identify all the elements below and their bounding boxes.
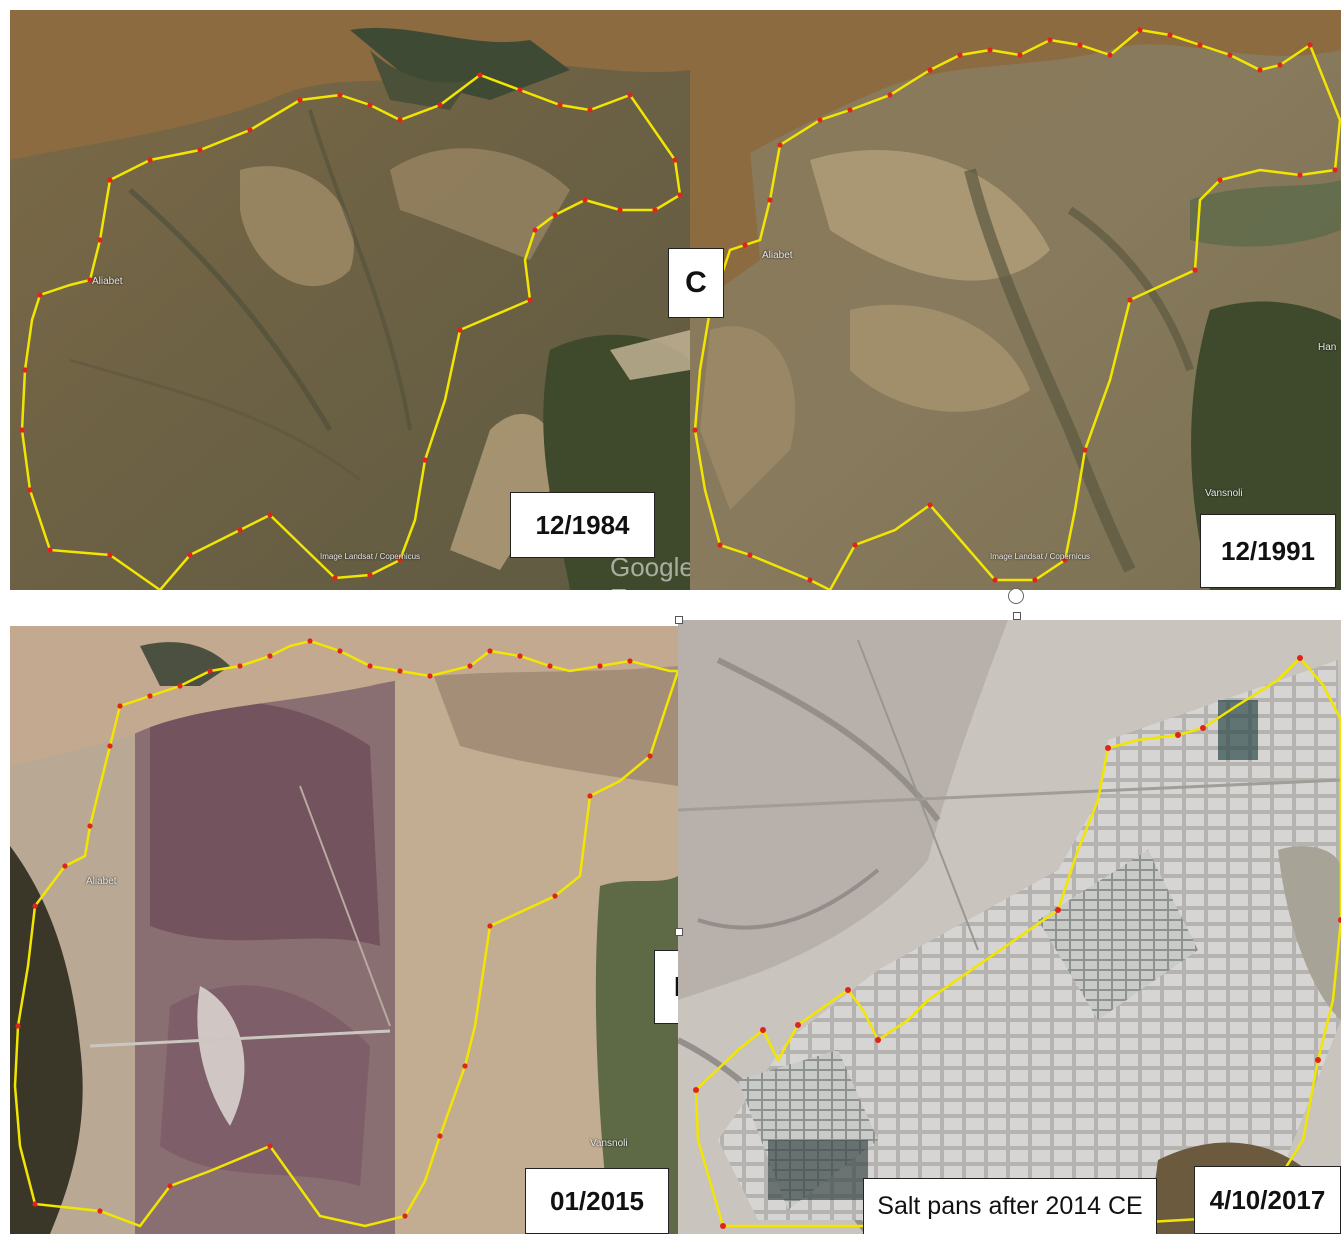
map-panel-2015: Aliabet Vansnoli — [10, 626, 678, 1234]
resize-handle-mid-left[interactable] — [675, 928, 683, 936]
place-label-aliabet: Aliabet — [762, 250, 793, 261]
imagery-credit: Image Landsat / Copernicus — [320, 552, 421, 561]
section-label-c: C — [668, 248, 724, 318]
map-panel-2017 — [678, 620, 1341, 1234]
place-label-aliabet: Aliabet — [86, 876, 117, 887]
place-label-vansnoli: Vansnoli — [590, 1138, 628, 1149]
satellite-image-2015 — [10, 626, 678, 1234]
place-label-aliabet: Aliabet — [92, 276, 123, 287]
imagery-credit: Image Landsat / Copernicus — [990, 552, 1091, 561]
place-label-vansnoli: Vansnoli — [1205, 488, 1243, 499]
place-label-han: Han — [1318, 342, 1337, 353]
date-label-1984: 12/1984 — [510, 492, 655, 558]
date-label-2015: 01/2015 — [525, 1168, 669, 1234]
satellite-image-1984 — [10, 10, 690, 590]
date-label-1991: 12/1991 — [1200, 514, 1336, 588]
map-panel-1984: Aliabet Image Landsat / Copernicus Googl… — [10, 10, 690, 590]
satellite-image-1991 — [690, 10, 1341, 590]
resize-handle-top-left[interactable] — [675, 616, 683, 624]
caption-salt-pans: Salt pans after 2014 CE — [863, 1178, 1157, 1234]
date-label-2017: 4/10/2017 — [1194, 1166, 1341, 1234]
satellite-image-2017 — [678, 620, 1341, 1234]
resize-handle-top[interactable] — [1013, 612, 1021, 620]
rotate-handle[interactable] — [1008, 588, 1024, 604]
map-panel-1991: Aliabet Vansnoli Han Image Landsat / Cop… — [690, 10, 1341, 590]
